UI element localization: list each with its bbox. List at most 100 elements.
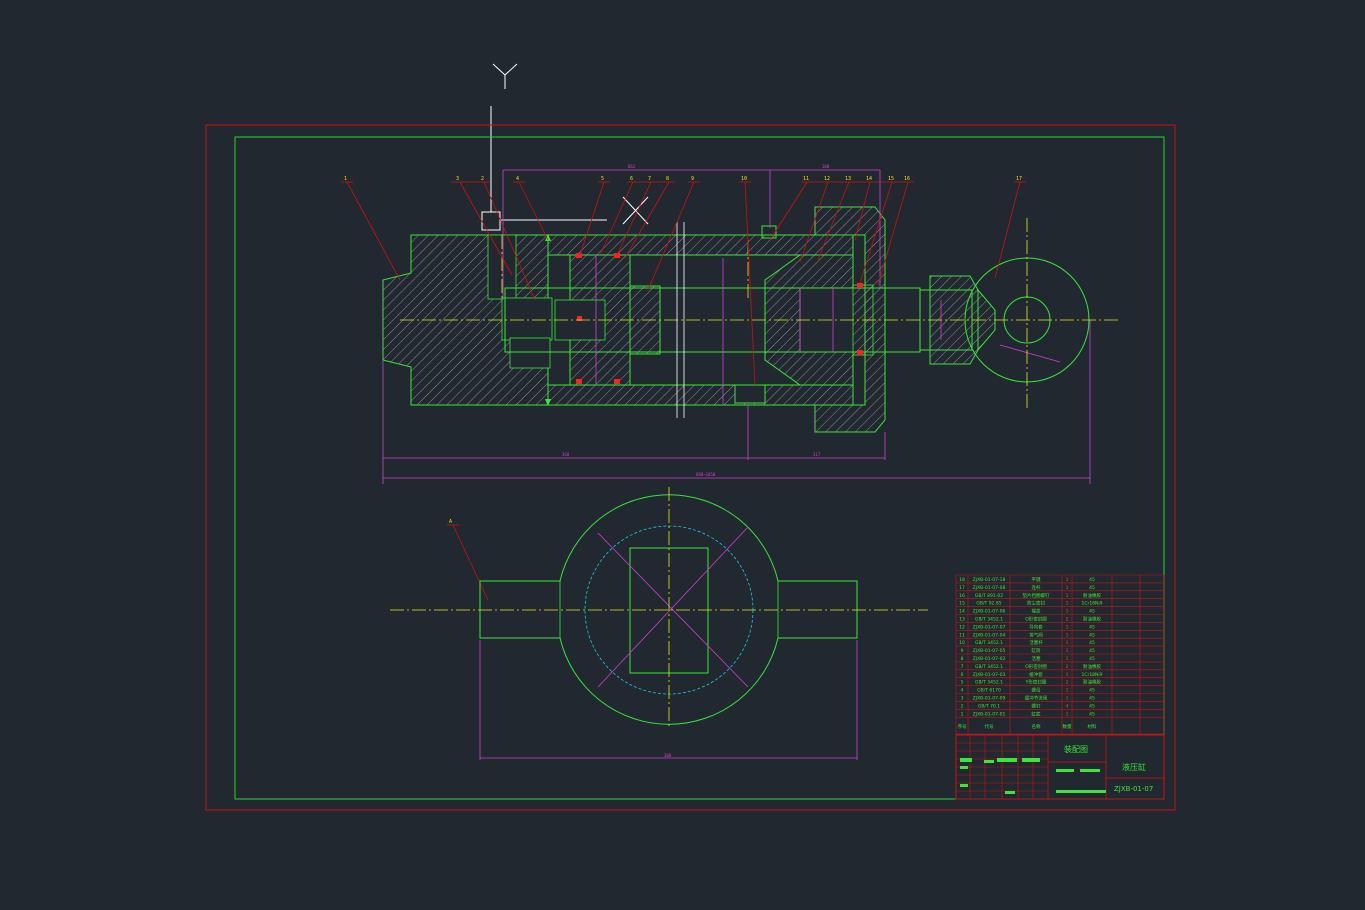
outer-frame — [205, 124, 1176, 811]
balloon-6: 6 — [630, 176, 633, 182]
bom-row-qty: 2 — [1066, 664, 1069, 670]
bom-row-no: 8 — [961, 656, 964, 662]
bom-row-code: ZJXB-01-07-08 — [973, 585, 1006, 591]
leader-ticks — [341, 181, 1026, 526]
balloon-1: 1 — [344, 176, 347, 182]
balloon-17: 17 — [1016, 176, 1022, 182]
bom-row-name: O形密封圈 — [1025, 616, 1047, 623]
bom-row-name: 螺钉 — [1032, 702, 1041, 709]
bom-row-no: 10 — [959, 640, 965, 646]
dim-lower-left: 360 — [562, 452, 570, 457]
bom-row-name: 缸底 — [1032, 710, 1041, 717]
bom-row-code: ZJXB-01-07-18 — [973, 577, 1006, 583]
section-mark: A — [449, 519, 452, 525]
bom-row-no: 2 — [961, 703, 964, 709]
bom-row-material: 45 — [1089, 632, 1095, 638]
bom-row-material: 45 — [1089, 648, 1095, 654]
bom-row-no: 11 — [959, 632, 965, 638]
bom-row-code: GB/T 3452.1 — [975, 640, 1003, 646]
bom-row-qty: 2 — [1066, 617, 1069, 623]
bom-row-code: ZJXB-01-07-05 — [973, 648, 1006, 654]
bom-row-no: 14 — [959, 609, 965, 615]
balloon-13: 13 — [845, 176, 851, 182]
bom-row-name: 排气阀 — [1029, 631, 1043, 638]
bom-row-name: 缓冲套 — [1029, 671, 1043, 678]
bom-row-name: 端盖 — [1032, 608, 1041, 615]
bom-row-material: 45 — [1089, 609, 1095, 615]
bom-row-code: GB/T 891-02 — [975, 593, 1003, 599]
bom-row-name: 活塞 — [1032, 655, 1041, 662]
bom-row-no: 3 — [961, 696, 964, 702]
bom-row-name: 缸筒 — [1032, 647, 1041, 654]
bom-row-no: 5 — [961, 680, 964, 686]
bom-row-material: 45 — [1089, 577, 1095, 583]
bom-row-material: 45 — [1089, 703, 1095, 709]
bom-row-material: 45 — [1089, 696, 1095, 702]
bom-row-qty: 1 — [1066, 672, 1069, 678]
bom-row-name: O形密封圈 — [1025, 663, 1047, 670]
dim-lower-right: 317 — [813, 452, 821, 457]
bom-row-code: ZJXB-01-07-02 — [973, 656, 1006, 662]
bom-row-material: 45 — [1089, 656, 1095, 662]
inner-frame — [234, 136, 1165, 800]
bom-row-code: ZJXB-01-07-06 — [973, 609, 1006, 615]
dim-top-span: D62 — [628, 164, 636, 169]
bom-row-name: 导向套 — [1029, 623, 1043, 630]
bom-row-no: 12 — [959, 624, 965, 630]
bom-row-code: GB/T 92.85 — [976, 601, 1001, 607]
bom-row-code: ZJXB-01-07-07 — [973, 624, 1006, 630]
balloon-10: 10 — [741, 176, 747, 182]
balloon-7: 7 — [648, 176, 651, 182]
barrel-lower-wall — [547, 384, 854, 406]
bom-row-material: 45 — [1089, 585, 1095, 591]
exhaust-valve — [761, 225, 777, 239]
bom-row-code: ZJXB-01-07-04 — [973, 632, 1006, 638]
balloon-12: 12 — [824, 176, 830, 182]
title-main: 装配图 — [1064, 744, 1088, 754]
bom-header-seq: 序号 — [958, 723, 967, 730]
bom-row-qty: 1 — [1066, 640, 1069, 646]
bom-row-name: 防尘密封 — [1027, 600, 1045, 607]
bom-row-no: 16 — [959, 593, 965, 599]
bom-row-code: GB/T 3452.1 — [975, 617, 1003, 623]
bom-row-qty: 1 — [1066, 632, 1069, 638]
ucs-icon — [481, 63, 649, 231]
dim-bottom-width: 380 — [664, 753, 672, 758]
bom-row-material: 耐油橡胶 — [1083, 679, 1101, 686]
balloon-16: 16 — [904, 176, 910, 182]
bom-row-qty: 1 — [1066, 696, 1069, 702]
bom-row-code: GB/T 6170 — [977, 688, 1001, 694]
bom-row-qty: 1 — [1066, 577, 1069, 583]
bom-row-material: 耐油橡胶 — [1083, 616, 1101, 623]
bom-row-name: Y形密封圈 — [1025, 679, 1047, 686]
centerlines — [400, 218, 1118, 408]
balloon-5: 5 — [601, 176, 604, 182]
bom-row-qty: 1 — [1066, 624, 1069, 630]
title-block: 装配图 液压缸 ZJXB-01-07 — [955, 734, 1165, 800]
balloon-labels: 1 3 2 4 5 6 7 8 9 10 11 12 13 14 15 16 1… — [344, 176, 1022, 525]
bom-row-code: GB/T 3452.1 — [975, 664, 1003, 670]
bom-row-name: 缓冲节流阀 — [1025, 695, 1048, 702]
leader-lines — [346, 181, 1021, 601]
bom-row-qty: 1 — [1066, 585, 1069, 591]
seal-marks — [576, 253, 863, 384]
bom-row-material: 45 — [1089, 624, 1095, 630]
bom-row-qty: 4 — [1066, 703, 1069, 709]
balloon-8: 8 — [666, 176, 669, 182]
bom-row-material: 45 — [1089, 711, 1095, 717]
balloon-4: 4 — [516, 176, 519, 182]
bom-header-qty: 数量 — [1063, 723, 1072, 730]
bom-row-code: ZJXB-01-07-09 — [973, 696, 1006, 702]
bom-row-no: 13 — [959, 617, 965, 623]
bom-row-no: 6 — [961, 672, 964, 678]
bom-row-name: 连杆 — [1032, 584, 1041, 591]
top-view — [390, 487, 928, 760]
bom-row-material: 45 — [1089, 640, 1095, 646]
bom-row-qty: 1 — [1066, 711, 1069, 717]
bom-row-material: 1Cr18Ni9 — [1081, 672, 1102, 678]
bom-row-qty: 1 — [1066, 601, 1069, 607]
section-view — [382, 169, 1118, 484]
dimension-texts: D62 100 360 317 680~1050 380 — [562, 164, 830, 758]
